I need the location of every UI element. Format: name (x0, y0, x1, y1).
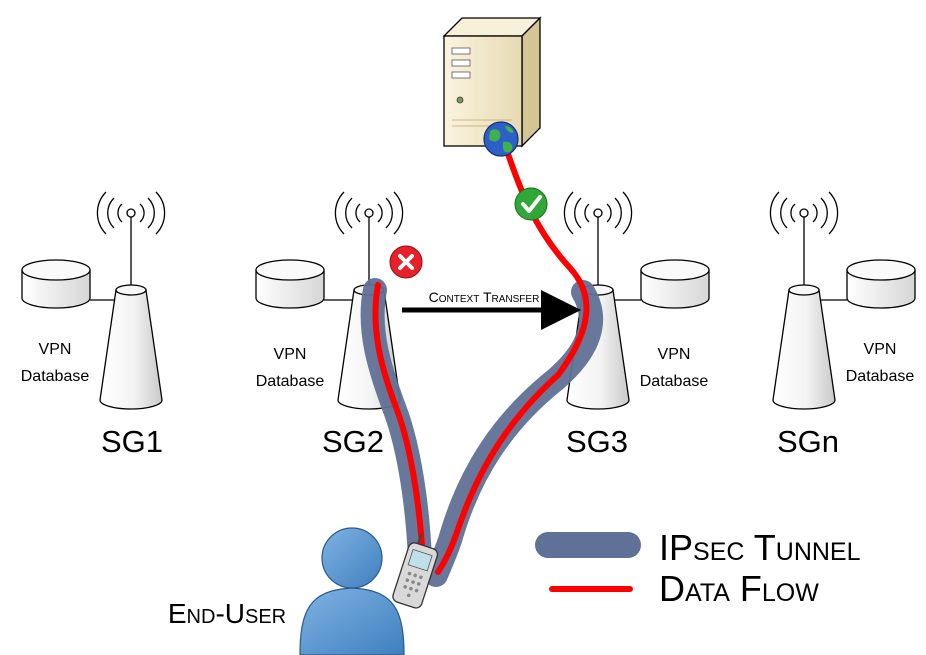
data-flows (372, 142, 590, 575)
tower-icon (99, 284, 163, 410)
station-name: SGn (777, 424, 839, 459)
antenna-signal-icon (563, 191, 633, 287)
tower-icon (772, 284, 836, 410)
station-sgn: VPN Database SGn (769, 191, 916, 459)
database-label-line1: VPN (274, 346, 307, 363)
context-transfer-label: Context Transfer (429, 289, 540, 305)
user-icon (299, 527, 405, 655)
check-circle-icon (514, 187, 548, 221)
x-circle-icon (389, 245, 423, 279)
station-name: SG1 (101, 424, 163, 459)
legend-tunnel-label: IPsec Tunnel (659, 527, 861, 568)
station-name: SG3 (566, 424, 628, 459)
globe-icon (483, 121, 519, 157)
database-label-line2: Database (256, 373, 325, 390)
database-label-line1: VPN (864, 341, 897, 358)
antenna-signal-icon (334, 191, 404, 287)
station-name: SG2 (322, 424, 384, 459)
antenna-signal-icon (769, 191, 839, 287)
database-label-line2: Database (640, 373, 709, 390)
mobile-phone-icon (392, 532, 439, 609)
legend: IPsec Tunnel Data Flow (535, 527, 861, 609)
end-user-label: End-User (168, 598, 286, 629)
flow-sg2 (372, 282, 426, 563)
database-label-line2: Database (846, 368, 915, 385)
antenna-signal-icon (96, 191, 166, 287)
legend-flow-label: Data Flow (659, 568, 819, 609)
database-label-line2: Database (21, 368, 90, 385)
database-label-line1: VPN (658, 346, 691, 363)
database-icon (21, 259, 117, 309)
database-icon (612, 259, 710, 309)
context-transfer: Context Transfer (402, 289, 581, 330)
database-icon (818, 259, 916, 309)
station-sg1: VPN Database SG1 (21, 191, 166, 459)
flow-sg3 (435, 142, 590, 575)
database-label-line1: VPN (39, 341, 72, 358)
database-icon (255, 259, 355, 309)
